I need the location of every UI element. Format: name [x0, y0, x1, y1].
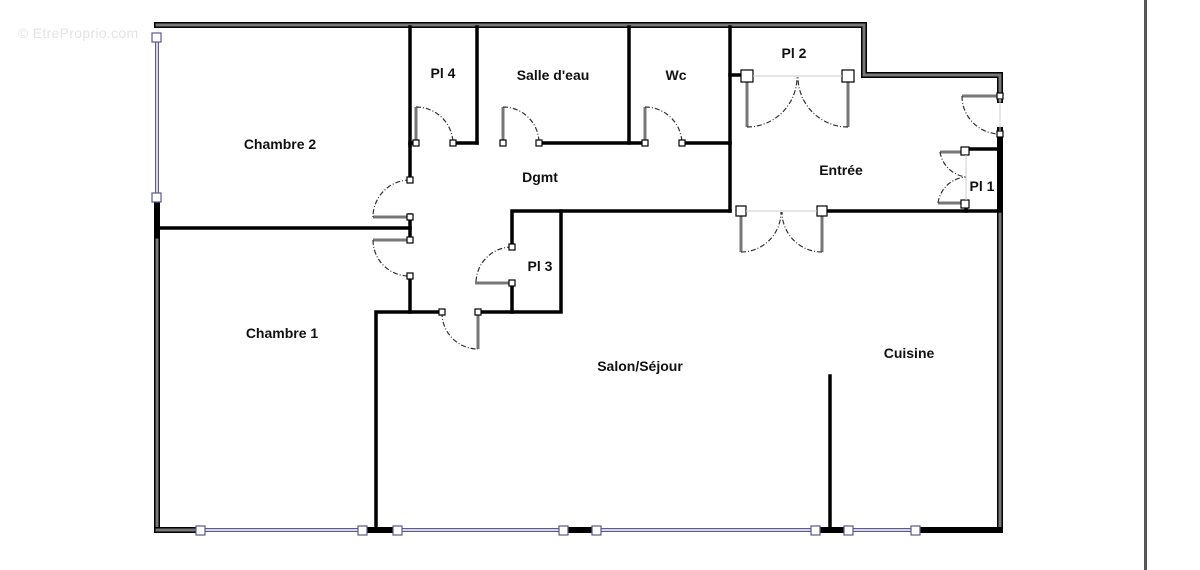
exterior-walls [154, 22, 1003, 533]
room-label-pl-1: Pl 1 [969, 178, 995, 194]
room-label-salle-d-eau: Salle d'eau [516, 67, 590, 83]
interior-walls [157, 25, 1002, 532]
room-label-pl-3: Pl 3 [527, 258, 553, 274]
room-label-chambre-1: Chambre 1 [245, 325, 319, 341]
windows [151, 32, 921, 536]
right-border-rule [1144, 0, 1147, 570]
room-label-pl-2: Pl 2 [781, 45, 807, 61]
door-arcs [372, 76, 1001, 350]
room-label-wc: Wc [665, 67, 687, 83]
watermark: © EtreProprio.com [18, 25, 139, 41]
door-leaves [373, 75, 1000, 349]
room-label-pl-4: Pl 4 [430, 65, 456, 81]
page-background [3, 3, 1143, 569]
room-label-chambre-2: Chambre 2 [243, 136, 317, 152]
door-jambs [406, 69, 1004, 316]
room-label-dgmt: Dgmt [522, 169, 558, 185]
room-label-cuisine: Cuisine [883, 345, 935, 361]
room-label-entree: Entrée [819, 162, 863, 178]
room-label-salon-sejour: Salon/Séjour [597, 358, 683, 374]
